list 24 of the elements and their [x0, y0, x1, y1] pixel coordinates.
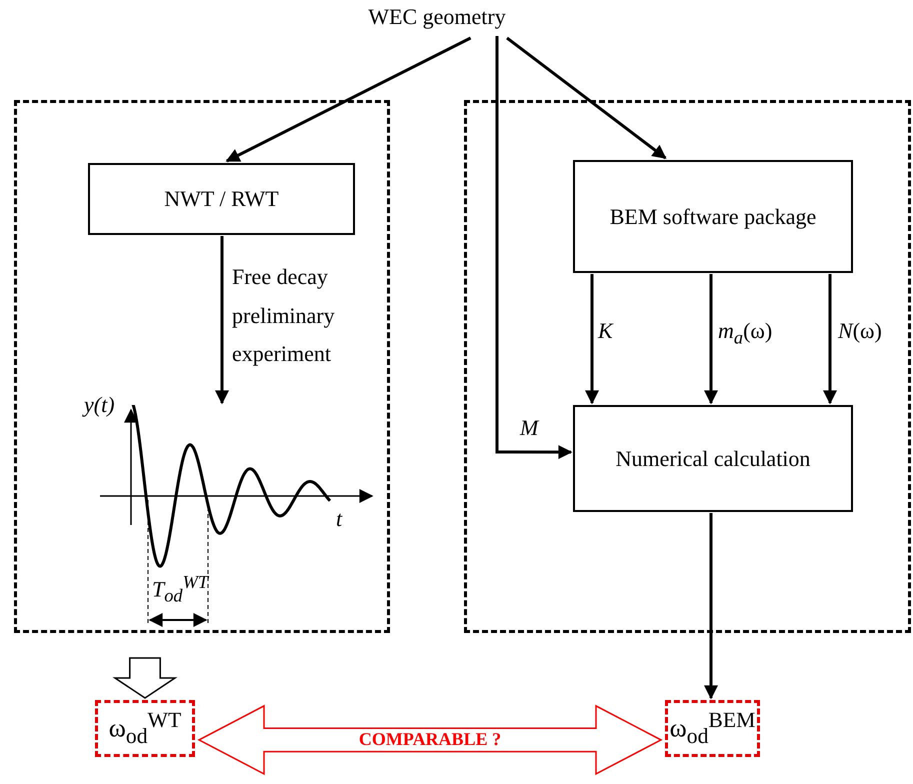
node-text: Numerical calculation [616, 444, 810, 473]
arrow [704, 274, 718, 404]
edge-label: Free decay preliminary experiment [232, 263, 336, 368]
node-text: NWT / RWT [164, 185, 279, 214]
edge-label: COMPARABLE ? [358, 729, 502, 751]
arrow [585, 274, 599, 404]
process-box [573, 160, 853, 273]
result-box [95, 700, 195, 757]
result-box [665, 700, 760, 757]
arrow [704, 513, 718, 700]
arrow [496, 36, 572, 460]
block-arrow [112, 657, 178, 699]
arrow [506, 36, 667, 160]
process-box [88, 163, 355, 235]
process-box [573, 405, 853, 512]
arrow [215, 236, 229, 404]
arrow [823, 274, 837, 404]
dashed-container [14, 100, 390, 633]
node-text: BEM software package [610, 202, 816, 231]
axis-label: t [336, 506, 342, 532]
title-text: WEC geometry [368, 3, 506, 32]
axis-label: y(t) [84, 392, 115, 418]
block-arrow [197, 704, 663, 776]
arrow [226, 36, 472, 162]
